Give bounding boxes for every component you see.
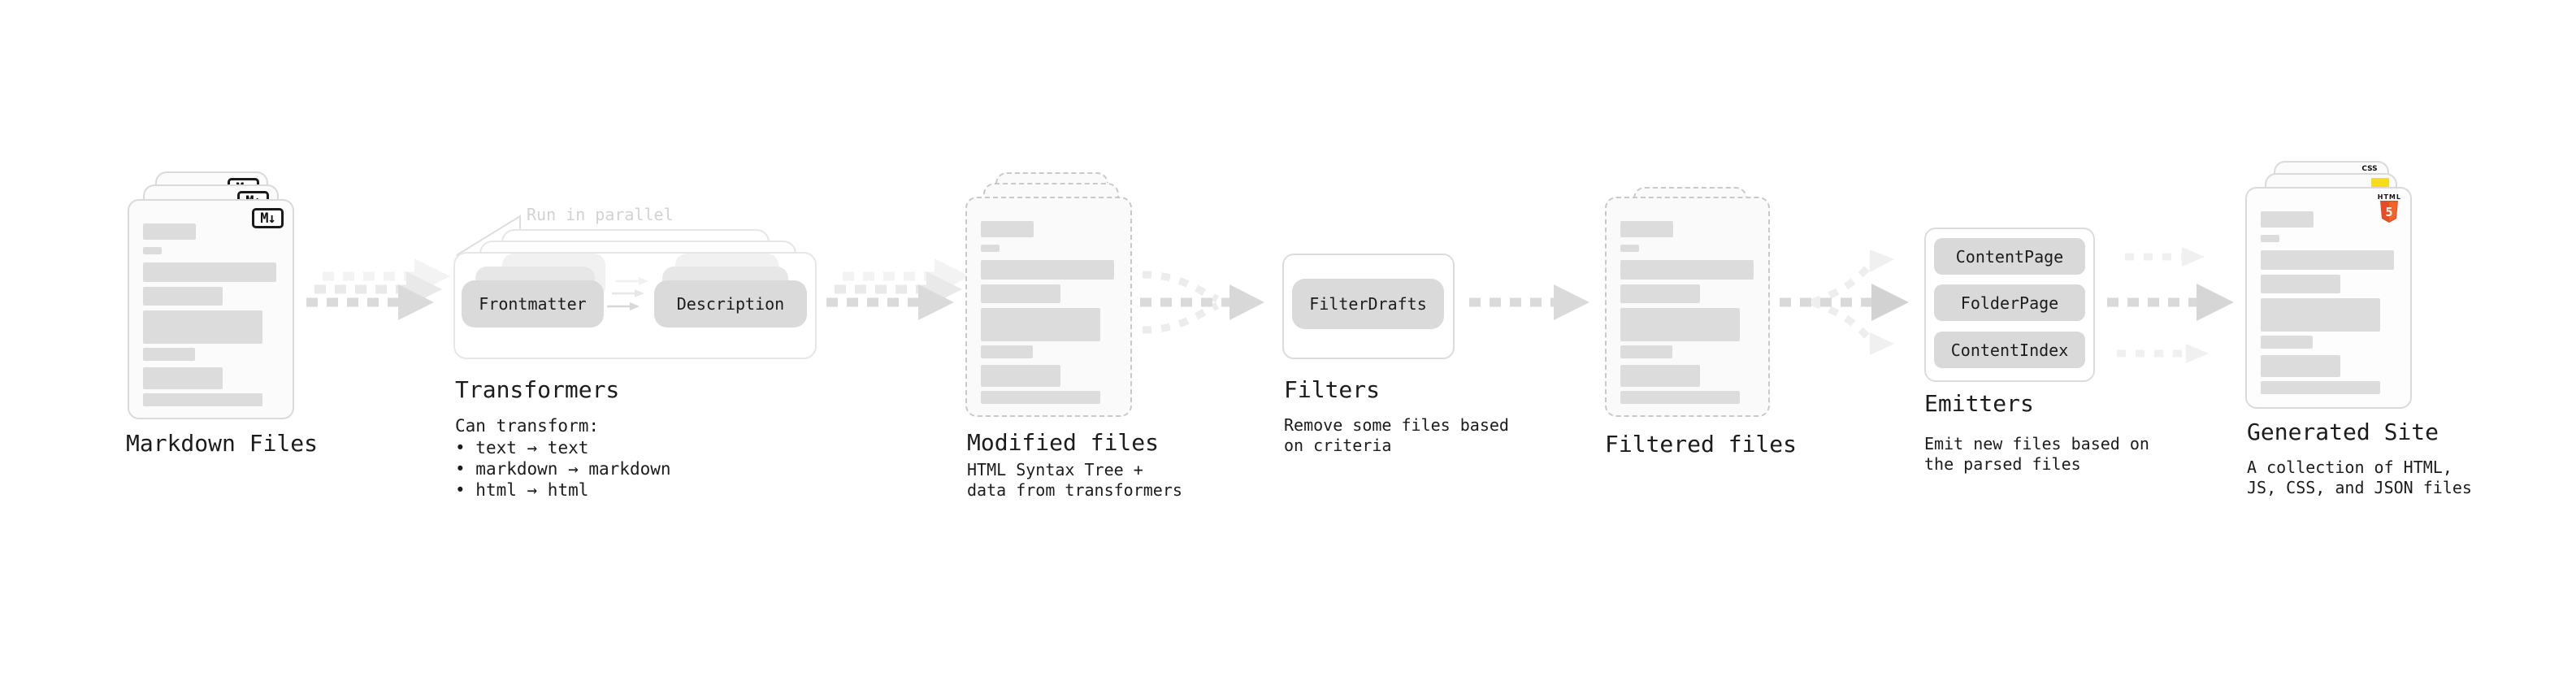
content-placeholder-bar [981, 245, 1000, 252]
transformers-group: Run in parallel Frontmatter Description … [452, 205, 842, 505]
markdown-files-group: M↓ M↓ M↓ Markdown Files [126, 158, 345, 484]
content-placeholder-bar [1620, 260, 1754, 280]
flow-arrow-emitters-to-generated [2107, 247, 2234, 363]
content-placeholder-bar [2261, 211, 2314, 228]
content-page-chip: ContentPage [1934, 238, 2085, 275]
document-content-placeholder [143, 223, 276, 406]
callout-line [456, 215, 521, 256]
content-placeholder-bar [981, 391, 1100, 404]
svg-text:5: 5 [2386, 205, 2393, 219]
content-placeholder-bar [2261, 250, 2394, 270]
transformers-note-list: text → text markdown → markdown html → h… [455, 437, 671, 501]
description-chip: Description [654, 280, 807, 327]
content-placeholder-bar [143, 262, 276, 282]
emitters-label: Emitters [1924, 390, 2034, 417]
flow-arrow-markdown-to-transformers [306, 258, 450, 320]
content-placeholder-bar [1620, 308, 1740, 341]
filters-label: Filters [1284, 376, 1381, 403]
run-in-parallel-label: Run in parallel [527, 205, 674, 224]
content-index-chip: ContentIndex [1934, 332, 2085, 368]
content-placeholder-bar [143, 393, 262, 406]
generated-site-note: A collection of HTML, JS, CSS, and JSON … [2247, 458, 2472, 497]
transform-rule-item: html → html [455, 479, 671, 501]
content-placeholder-bar [1620, 284, 1700, 303]
flow-arrow-filters-to-filtered [1469, 284, 1589, 320]
flow-arrow-filtered-to-emitters [1780, 249, 1909, 355]
content-placeholder-bar [981, 365, 1060, 387]
document-content-placeholder [981, 221, 1114, 404]
content-placeholder-bar [2261, 381, 2380, 394]
content-placeholder-bar [981, 284, 1060, 303]
generated-site-label: Generated Site [2247, 419, 2439, 445]
document-card-front [1605, 197, 1770, 417]
content-placeholder-bar [143, 223, 196, 240]
transform-rule-item: markdown → markdown [455, 458, 670, 479]
frontmatter-chip: Frontmatter [462, 280, 604, 327]
filter-drafts-chip: FilterDrafts [1292, 279, 1444, 329]
document-card-front: HTML 5 [2245, 187, 2412, 409]
flow-arrow-modified-to-filters [1140, 271, 1264, 334]
filters-group: FilterDrafts Filters Remove some files b… [1282, 254, 1542, 465]
transformers-label: Transformers [455, 376, 620, 403]
content-placeholder-bar [981, 308, 1100, 341]
content-placeholder-bar [143, 287, 223, 306]
modified-files-note: HTML Syntax Tree + data from transformer… [967, 460, 1182, 500]
content-placeholder-bar [981, 221, 1034, 237]
document-card-front: M↓ [128, 199, 294, 419]
content-placeholder-bar [2261, 275, 2340, 293]
content-placeholder-bar [2261, 298, 2380, 332]
filtered-files-label: Filtered files [1605, 431, 1798, 458]
markdown-icon: M↓ [252, 208, 284, 228]
js-icon [2371, 178, 2389, 189]
markdown-files-label: Markdown Files [126, 430, 319, 457]
content-placeholder-bar [143, 310, 262, 344]
html5-icon: HTML 5 [2378, 193, 2401, 223]
document-content-placeholder [2261, 211, 2394, 394]
content-placeholder-bar [143, 367, 223, 389]
content-placeholder-bar [2261, 235, 2279, 242]
content-placeholder-bar [143, 247, 162, 254]
modified-files-group: Modified files HTML Syntax Tree + data f… [965, 158, 1185, 500]
content-placeholder-bar [2261, 355, 2340, 377]
modified-files-label: Modified files [967, 429, 1160, 456]
content-placeholder-bar [1620, 345, 1672, 358]
content-placeholder-bar [1620, 245, 1639, 252]
filters-note: Remove some files based on criteria [1284, 415, 1509, 455]
emitters-group: ContentPage FolderPage ContentIndex Emit… [1924, 228, 2184, 474]
flow-arrow-transformers-to-modified [826, 258, 970, 320]
content-placeholder-bar [1620, 221, 1673, 237]
content-placeholder-bar [1620, 365, 1700, 387]
transformers-note-title: Can transform: [455, 416, 600, 436]
emitters-note: Emit new files based on the parsed files [1924, 434, 2149, 474]
content-placeholder-bar [981, 260, 1114, 280]
document-content-placeholder [1620, 221, 1754, 404]
content-placeholder-bar [143, 348, 195, 361]
content-placeholder-bar [981, 345, 1033, 358]
filtered-files-group: Filtered files [1605, 158, 1816, 484]
transform-rule-item: text → text [455, 437, 671, 458]
content-placeholder-bar [1620, 391, 1740, 404]
parallel-arrows-icon [607, 277, 648, 310]
folder-page-chip: FolderPage [1934, 284, 2085, 321]
content-placeholder-bar [2261, 336, 2313, 349]
document-card-front [965, 197, 1132, 417]
generated-site-group: CSS HTML 5 Generated Site A collection o… [2245, 158, 2473, 500]
